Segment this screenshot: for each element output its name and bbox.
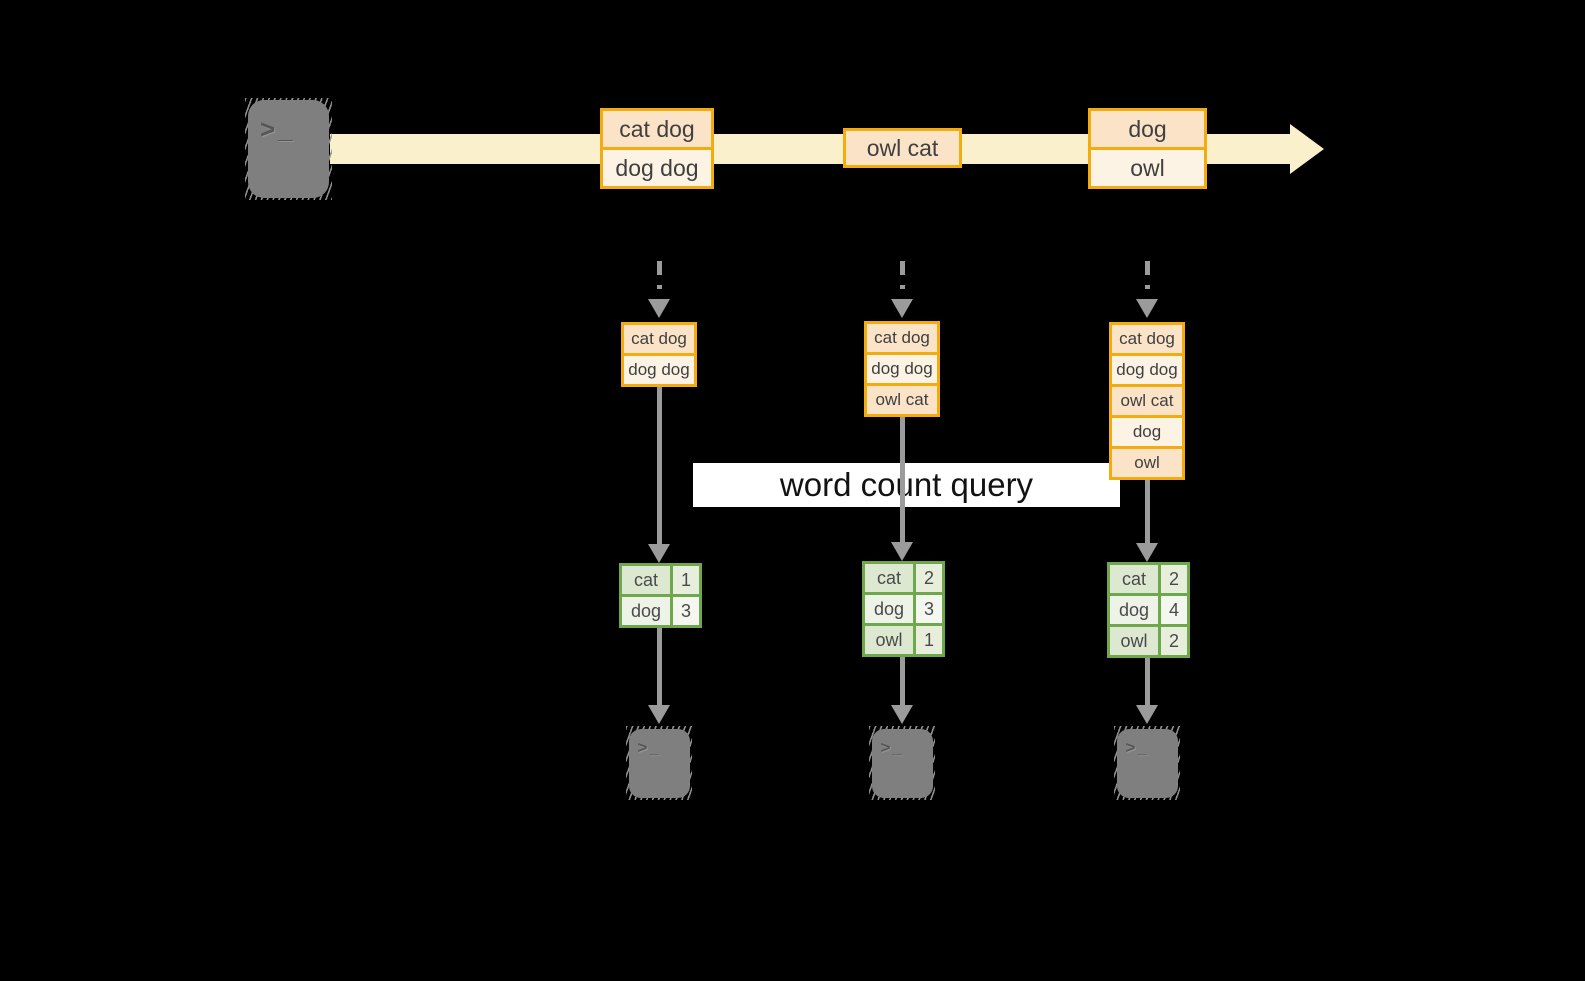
terminal-prompt-icon: >_	[628, 728, 690, 798]
word-cell: owl	[1110, 627, 1158, 655]
buffered-event-row: cat dog	[1112, 325, 1182, 353]
word-cell: owl	[865, 626, 913, 654]
buffered-event-row: owl cat	[867, 386, 937, 414]
arrowhead-icon	[891, 542, 913, 561]
terminal-glyph: >_	[637, 737, 661, 757]
terminal-glyph: >_	[1125, 737, 1149, 757]
word-cell: cat	[1110, 565, 1158, 593]
buffered-event-row: dog dog	[624, 356, 694, 384]
query-label: word count query	[693, 463, 1120, 507]
sink-terminal-icon: >_	[1114, 726, 1180, 800]
arrowhead-icon	[1136, 543, 1158, 562]
source-terminal-icon: >_	[245, 98, 332, 200]
stream-event-row: dog dog	[603, 150, 711, 186]
word-cell: dog	[622, 597, 670, 625]
count-cell: 1	[916, 626, 942, 654]
buffered-event-row: owl	[1112, 449, 1182, 477]
stream-event-box: owl cat	[843, 128, 962, 168]
buffered-events-box: cat dog dog dog owl cat dog owl	[1109, 322, 1185, 480]
arrowhead-icon	[1136, 299, 1158, 318]
count-cell: 2	[916, 564, 942, 592]
terminal-glyph: >_	[260, 114, 296, 144]
sink-terminal-icon: >_	[869, 726, 935, 800]
buffered-event-row: owl cat	[1112, 387, 1182, 415]
terminal-prompt-icon: >_	[248, 100, 329, 198]
dashed-arrow	[900, 261, 905, 289]
word-cell: cat	[865, 564, 913, 592]
buffered-events-box: cat dog dog dog owl cat	[864, 321, 940, 417]
terminal-prompt-icon: >_	[1116, 728, 1178, 798]
buffered-events-box: cat dog dog dog	[621, 322, 697, 387]
buffered-event-row: dog dog	[867, 355, 937, 383]
flow-arrow	[900, 657, 905, 706]
arrowhead-icon	[648, 544, 670, 563]
stream-event-box: cat dog dog dog	[600, 108, 714, 189]
word-count-table: cat 2 dog 3 owl 1	[862, 561, 945, 657]
flow-arrow	[1145, 480, 1150, 544]
stream-event-row: cat dog	[603, 111, 711, 147]
buffered-event-row: cat dog	[624, 325, 694, 353]
count-cell: 3	[673, 597, 699, 625]
stream-event-row: owl	[1091, 150, 1204, 186]
arrowhead-icon	[648, 299, 670, 318]
flow-arrow	[657, 387, 662, 545]
flow-arrow	[657, 628, 662, 706]
count-cell: 2	[1161, 565, 1187, 593]
count-cell: 4	[1161, 596, 1187, 624]
buffered-event-row: cat dog	[867, 324, 937, 352]
stream-event-row: dog	[1091, 111, 1204, 147]
terminal-glyph: >_	[880, 737, 904, 757]
count-cell: 1	[673, 566, 699, 594]
word-cell: cat	[622, 566, 670, 594]
count-cell: 3	[916, 595, 942, 623]
word-count-table: cat 1 dog 3	[619, 563, 702, 628]
flow-arrow	[900, 417, 905, 543]
flow-arrow	[1145, 658, 1150, 706]
sink-terminal-icon: >_	[626, 726, 692, 800]
word-cell: dog	[865, 595, 913, 623]
dashed-arrow	[1145, 261, 1150, 289]
word-count-table: cat 2 dog 4 owl 2	[1107, 562, 1190, 658]
arrowhead-icon	[1136, 705, 1158, 724]
buffered-event-row: dog dog	[1112, 356, 1182, 384]
arrowhead-icon	[891, 299, 913, 318]
count-cell: 2	[1161, 627, 1187, 655]
buffered-event-row: dog	[1112, 418, 1182, 446]
arrowhead-icon	[891, 705, 913, 724]
arrowhead-icon	[648, 705, 670, 724]
terminal-prompt-icon: >_	[871, 728, 933, 798]
stream-event-box: dog owl	[1088, 108, 1207, 189]
stream-event-row: owl cat	[846, 131, 959, 165]
dashed-arrow	[657, 261, 662, 289]
word-cell: dog	[1110, 596, 1158, 624]
stream-arrowhead	[1290, 124, 1324, 174]
